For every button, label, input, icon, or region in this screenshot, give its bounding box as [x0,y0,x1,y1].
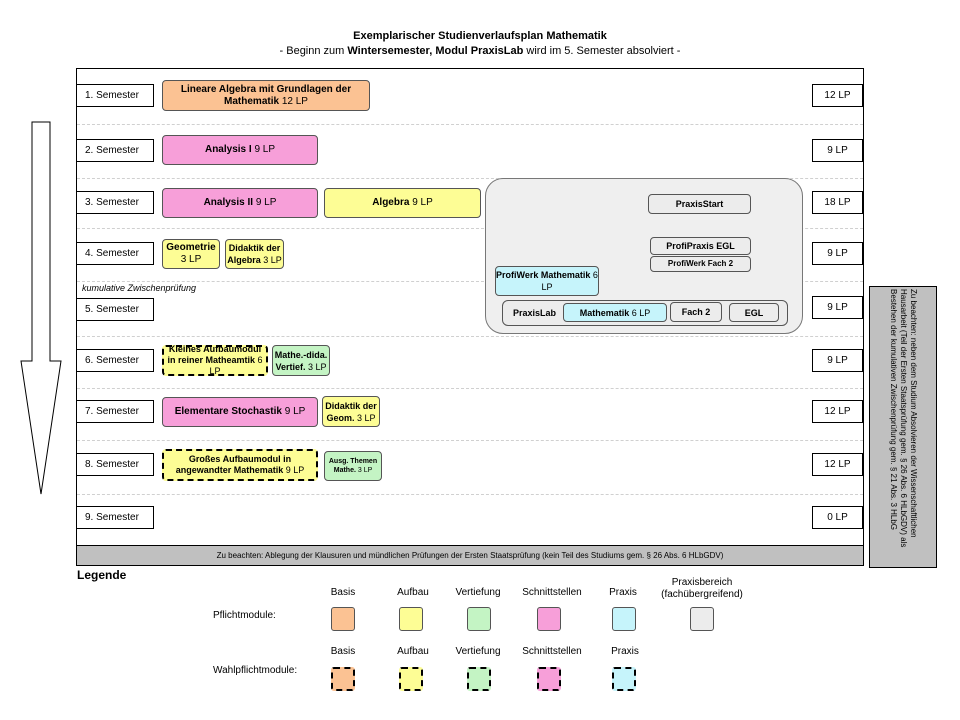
semester-label-5: 5. Semester [76,298,154,321]
semester-divider [77,440,863,441]
legend-wahlpflicht-label: Wahlpflichtmodule: [213,665,298,676]
semester-label-3: 3. Semester [76,191,154,214]
semester-lp-8: 12 LP [812,453,863,476]
module-algebra: Algebra 9 LP [324,188,481,218]
module-profipraxis-egl: ProfiPraxis EGL [650,237,751,255]
semester-divider [77,494,863,495]
semester-label-1: 1. Semester [76,84,154,107]
module-lineare-algebra: Lineare Algebra mit Grundlagen der Mathe… [162,80,370,111]
arrow-down-icon [20,121,62,495]
page-title: Exemplarischer Studienverlaufsplan Mathe… [353,30,607,42]
module-analysis-2: Analysis II 9 LP [162,188,318,218]
legend-head-basis-wp: Basis [330,646,356,657]
legend-head-aufbau-wp: Aufbau [397,646,429,657]
semester-lp-2: 9 LP [812,139,863,162]
legend-swatch-vertiefung [467,607,491,631]
legend-swatch-basis-wp [331,667,355,691]
legend-swatch-vertiefung-wp [467,667,491,691]
legend-head-aufbau: Aufbau [397,587,429,598]
legend-swatch-praxis [612,607,636,631]
semester-lp-6: 9 LP [812,349,863,372]
semester-divider [77,228,863,229]
legend-swatch-praxisbereich [690,607,714,631]
semester-lp-7: 12 LP [812,400,863,423]
semester-label-9: 9. Semester [76,506,154,529]
zwischenpruefung-label: kumulative Zwischenprüfung [82,283,197,293]
semester-label-4: 4. Semester [76,242,154,265]
semester-divider [77,124,863,125]
legend-head-praxis: Praxis [609,587,637,598]
module-kleines-aufbaumodul: Kleines Aufbaumodul in reiner Matheamtik… [162,344,268,376]
module-grosses-aufbaumodul: Großes Aufbaumodul in angewandter Mathem… [162,449,318,481]
legend-swatch-aufbau-wp [399,667,423,691]
semester-lp-3: 18 LP [812,191,863,214]
module-didaktik-algebra: Didaktik der Algebra 3 LP [225,239,284,269]
semester-lp-5: 9 LP [812,296,863,319]
legend-head-schnittstellen: Schnittstellen [522,587,582,598]
semester-lp-4: 9 LP [812,242,863,265]
page-subtitle: - Beginn zum Wintersemester, Modul Praxi… [279,45,681,57]
module-elementare-stochastik: Elementare Stochastik 9 LP [162,397,318,427]
legend-swatch-schnittstellen-wp [537,667,561,691]
module-mathe-dida-vertief: Mathe.-dida. Vertief. 3 LP [272,345,330,376]
semester-lp-1: 12 LP [812,84,863,107]
semester-lp-9: 0 LP [812,506,863,529]
legend-swatch-schnittstellen [537,607,561,631]
side-note: Zu beachten: neben dem Studium Absolvier… [869,286,937,568]
legend-head-vertiefung: Vertiefung [455,587,501,598]
semester-label-2: 2. Semester [76,139,154,162]
zwischenpruefung-divider [77,281,863,282]
module-praxislab-mathematik: Mathematik 6 LP [563,303,667,322]
legend-swatch-basis [331,607,355,631]
legend-swatch-praxis-wp [612,667,636,691]
legend-pflicht-label: Pflichtmodule: [213,610,276,621]
module-profiwerk-mathematik: ProfiWerk Mathematik 6 LP [495,266,599,296]
module-analysis-1: Analysis I 9 LP [162,135,318,165]
bottom-note: Zu beachten: Ablegung der Klausuren und … [77,545,863,565]
semester-label-6: 6. Semester [76,349,154,372]
semester-label-8: 8. Semester [76,453,154,476]
module-praxislab-fach2: Fach 2 [670,302,722,322]
legend-head-praxis-wp: Praxis [611,646,639,657]
semester-label-7: 7. Semester [76,400,154,423]
legend-head-vertiefung-wp: Vertiefung [455,646,501,657]
semester-divider [77,388,863,389]
legend-swatch-aufbau [399,607,423,631]
module-praxisstart: PraxisStart [648,194,751,214]
module-ausgewaehlte-themen: Ausg. Themen Mathe. 3 LP [324,451,382,481]
semester-divider [77,336,863,337]
module-didaktik-geometrie: Didaktik der Geom. 3 LP [322,396,380,427]
module-profiwerk-fach2: ProfiWerk Fach 2 [650,256,751,272]
module-praxislab-egl: EGL [729,303,779,322]
legend-head-schnittstellen-wp: Schnittstellen [522,646,582,657]
legend-title: Legende [77,568,127,582]
semester-divider [77,178,863,179]
legend-head-basis: Basis [330,587,356,598]
legend-head-praxisbereich: Praxisbereich (fachübergreifend) [661,577,743,600]
